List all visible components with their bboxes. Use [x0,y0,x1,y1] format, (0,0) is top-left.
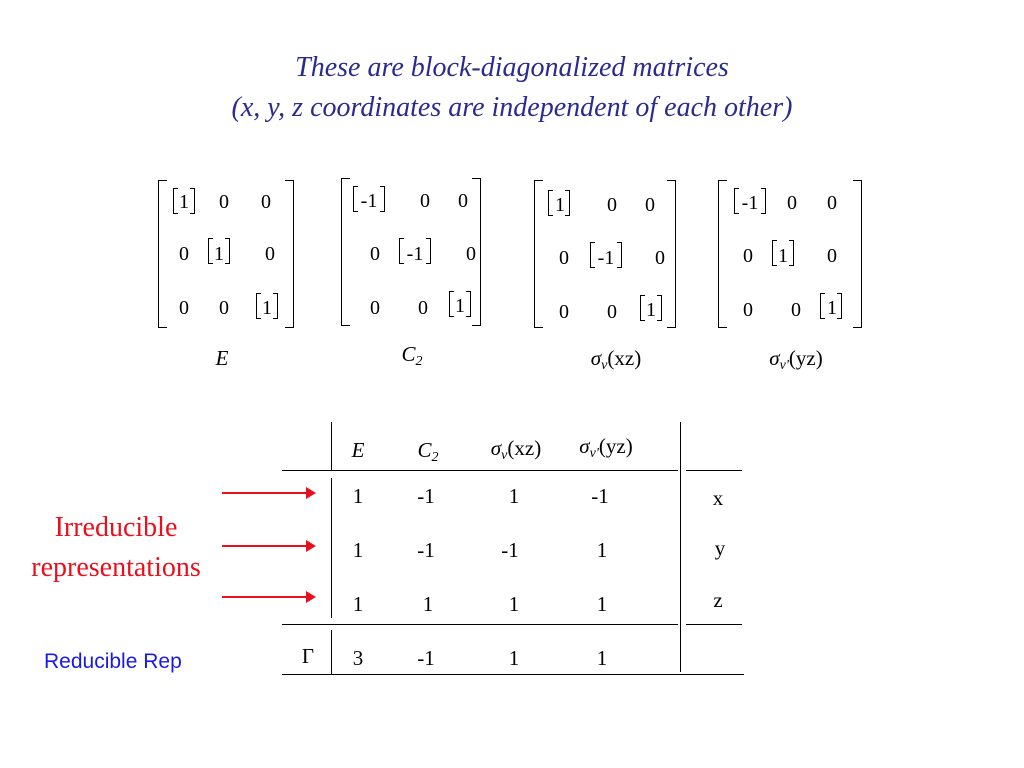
matrix-cell: 0 [261,191,271,213]
table-basis-cell: y [714,536,726,560]
title-line-1: These are block-diagonalized matrices [295,52,729,83]
table-rule [686,624,742,625]
table-header-sigma-v-xz: σv(xz) [490,436,542,463]
matrix-cell: 0 [607,301,617,323]
matrix-cell: 1 [778,245,788,267]
matrix-cell: -1 [741,192,759,214]
matrix-label-e: E [215,346,229,370]
table-cell: 1 [596,538,608,562]
arrow-right-icon [222,487,316,499]
matrix-cell: -1 [406,243,424,265]
matrix-cell: 1 [646,299,656,321]
table-cell: 3 [352,646,364,670]
table-divider-left [331,478,332,618]
table-cell: 1 [596,592,608,616]
matrix-c2: -1 0 0 0 -1 0 0 0 1 [341,178,481,326]
table-rule [282,470,678,471]
matrix-cell: -1 [597,247,615,269]
matrix-cell: 0 [370,243,380,265]
table-cell: -1 [417,646,435,670]
table-cell: 1 [422,592,434,616]
table-rule [282,624,678,625]
table-cell: 1 [508,592,520,616]
title-line-2: (x, y, z coordinates are independent of … [231,92,793,123]
gamma-label: Γ [301,644,315,668]
matrix-cell: 0 [265,243,275,265]
matrix-cell: 1 [455,295,465,317]
matrix-cell: 0 [466,243,476,265]
matrix-cell: 0 [655,247,665,269]
matrix-cell: 0 [219,191,229,213]
matrix-e: 1 0 0 0 1 0 0 0 1 [158,180,294,328]
matrix-cell: -1 [360,190,378,212]
table-basis-cell: z [713,588,723,612]
matrix-sigma-v-prime-yz: -1 0 0 0 1 0 0 0 1 [718,180,862,328]
matrix-cell: 1 [214,243,224,265]
arrow-right-icon [222,591,316,603]
table-rule [686,470,742,471]
table-divider-left [331,630,332,674]
table-header-e: E [351,438,365,462]
table-header-c2: C2 [417,438,439,465]
matrix-cell: 1 [179,191,189,213]
table-cell: -1 [501,538,519,562]
matrix-cell: 1 [262,297,272,319]
matrix-cell: 0 [559,247,569,269]
table-divider-right [680,422,681,672]
reducible-rep-label: Reducible Rep [44,650,182,673]
table-basis-cell: x [712,486,724,510]
matrix-cell: 0 [607,194,617,216]
matrix-cell: 0 [787,192,797,214]
matrix-cell: 0 [743,245,753,267]
matrix-label-sigma-v-xz: σv(xz) [590,346,642,373]
table-cell: 1 [352,484,364,508]
matrix-cell: 1 [827,297,837,319]
matrix-cell: 0 [370,297,380,319]
table-cell: 1 [508,646,520,670]
matrix-label-sigma-v-prime-yz: σv'(yz) [769,346,823,373]
matrix-cell: 0 [420,190,430,212]
table-header-sigma-v-prime-yz: σv'(yz) [579,434,633,461]
irreducible-representations-label: Irreducible representations [31,512,201,583]
matrix-label-c2: C2 [401,342,423,369]
matrix-cell: 0 [559,301,569,323]
table-cell: 1 [352,538,364,562]
arrow-right-icon [222,540,316,552]
table-cell: -1 [417,484,435,508]
matrix-cell: 0 [458,190,468,212]
matrix-cell: 0 [743,299,753,321]
table-rule [282,674,744,675]
matrix-cell: 0 [418,297,428,319]
matrix-cell: 0 [827,245,837,267]
table-divider-left [331,422,332,470]
table-cell: 1 [508,484,520,508]
table-cell: -1 [417,538,435,562]
matrix-sigma-v-xz: 1 0 0 0 -1 0 0 0 1 [534,180,676,328]
table-cell: -1 [591,484,609,508]
matrix-cell: 0 [179,297,189,319]
matrix-cell: 0 [791,299,801,321]
matrix-cell: 0 [179,243,189,265]
matrix-cell: 1 [555,194,565,216]
matrix-cell: 0 [219,297,229,319]
table-cell: 1 [352,592,364,616]
matrix-cell: 0 [645,194,655,216]
matrix-cell: 0 [827,192,837,214]
table-cell: 1 [596,646,608,670]
